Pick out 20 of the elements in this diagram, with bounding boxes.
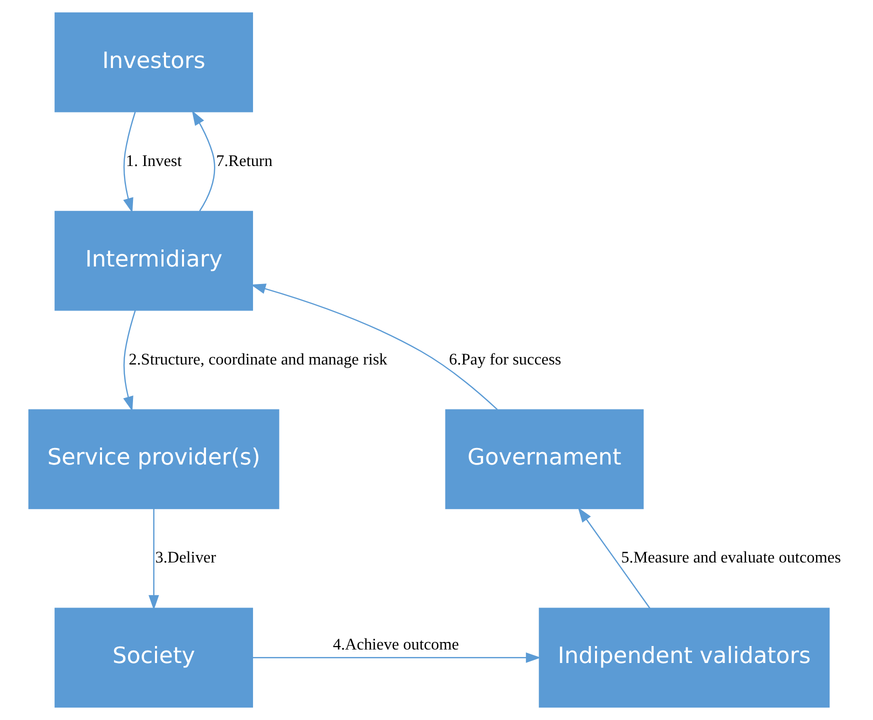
edge-label: 3.Deliver xyxy=(155,548,216,567)
node-box: Indipendent validators xyxy=(538,608,830,708)
arrow xyxy=(578,507,650,609)
edge-label: 6.Pay for success xyxy=(449,350,562,368)
arrow xyxy=(123,112,136,213)
node-box: Service provider(s) xyxy=(28,409,280,510)
node-box: Investors xyxy=(54,12,254,112)
edge-label: 7.Return xyxy=(216,152,272,170)
node-box: Governament xyxy=(445,409,644,510)
arrow xyxy=(148,508,160,610)
arrow xyxy=(192,110,216,212)
arrow xyxy=(252,652,541,663)
edge-label: 4.Achieve outcome xyxy=(332,635,459,654)
edge-label: 5.Measure and evaluate outcomes xyxy=(621,548,841,567)
edge-label: 1. Invest xyxy=(126,152,182,170)
node-box: Society xyxy=(54,608,254,708)
edge-label: 2.Structure, coordinate and manage risk xyxy=(128,350,388,368)
arrow xyxy=(250,284,498,410)
arrow xyxy=(123,310,136,412)
node-box: Intermidiary xyxy=(54,210,254,311)
